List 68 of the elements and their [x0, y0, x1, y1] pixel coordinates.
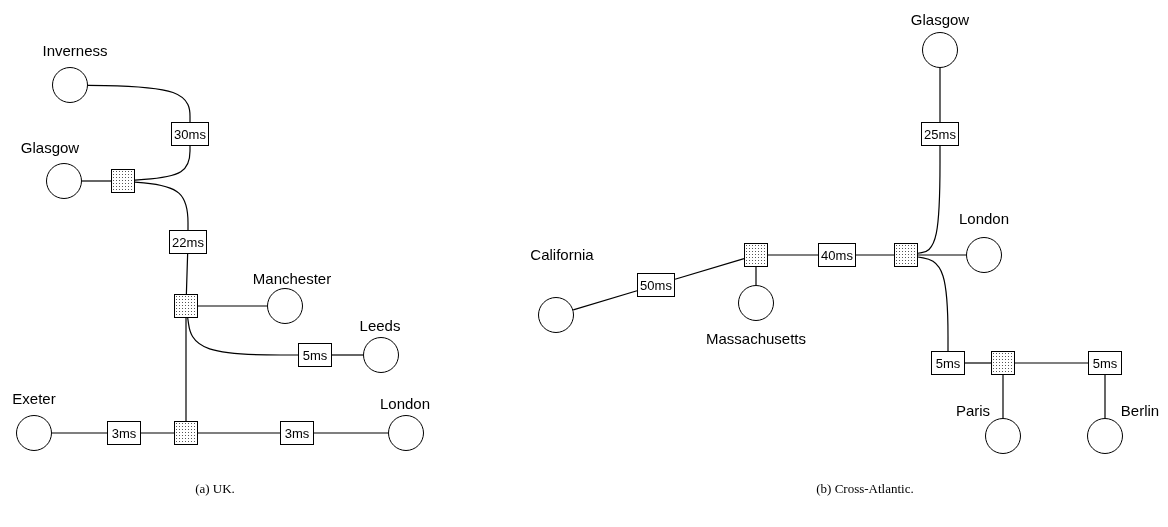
link-line [140, 432, 175, 434]
switch-square [111, 169, 135, 193]
delay-box: 40ms [818, 243, 856, 267]
delay-box: 5ms [298, 343, 332, 367]
link-line [87, 84, 191, 123]
site-circle [922, 32, 958, 68]
site-name: California [530, 245, 594, 263]
site-name: Exeter [12, 389, 56, 407]
site-name: Glasgow [910, 10, 970, 28]
figure-caption: (a) UK. [195, 481, 235, 497]
delay-box: 5ms [1088, 351, 1122, 375]
link-line [185, 253, 189, 295]
link-line [331, 354, 364, 356]
link-line [572, 290, 638, 311]
link-line [1104, 374, 1106, 419]
site-circle [538, 297, 574, 333]
link-line [755, 266, 757, 286]
site-circle [46, 163, 82, 199]
site-circle [985, 418, 1021, 454]
delay-box: 50ms [637, 273, 675, 297]
delay-box: 5ms [931, 351, 965, 375]
site-name: Paris [955, 401, 991, 419]
switch-square [174, 421, 198, 445]
switch-square [991, 351, 1015, 375]
switch-square [894, 243, 918, 267]
switch-square [174, 294, 198, 318]
delay-box: 25ms [921, 122, 959, 146]
link-line [1002, 374, 1004, 419]
site-name: Glasgow [20, 138, 80, 156]
site-circle [363, 337, 399, 373]
link-line [185, 317, 187, 422]
link-line [197, 305, 268, 307]
site-circle [16, 415, 52, 451]
site-name: Leeds [359, 316, 401, 334]
site-circle [52, 67, 88, 103]
site-name: Massachusetts [706, 329, 806, 347]
link-line [51, 432, 108, 434]
link-line [917, 254, 967, 256]
link-line [197, 432, 281, 434]
link-line [917, 145, 941, 254]
site-name: London [958, 209, 1010, 227]
site-circle [1087, 418, 1123, 454]
site-circle [738, 285, 774, 321]
link-line [674, 258, 745, 280]
site-name: Inverness [42, 41, 108, 59]
site-circle [388, 415, 424, 451]
link-line [187, 317, 299, 356]
link-line [964, 362, 992, 364]
delay-box: 30ms [171, 122, 209, 146]
link-line [917, 256, 949, 352]
link-line [313, 432, 389, 434]
link-line [767, 254, 819, 256]
site-name: Manchester [252, 269, 332, 287]
delay-box: 3ms [280, 421, 314, 445]
site-circle [267, 288, 303, 324]
link-line [939, 67, 941, 123]
delay-box: 3ms [107, 421, 141, 445]
link-line [134, 181, 189, 231]
site-circle [966, 237, 1002, 273]
delay-box: 22ms [169, 230, 207, 254]
link-line [81, 180, 112, 182]
switch-square [744, 243, 768, 267]
site-name: Berlin [1120, 401, 1160, 419]
link-line [1014, 362, 1089, 364]
link-line [134, 145, 191, 181]
site-name: London [379, 394, 431, 412]
figure-caption: (b) Cross-Atlantic. [816, 481, 914, 497]
link-line [855, 254, 895, 256]
